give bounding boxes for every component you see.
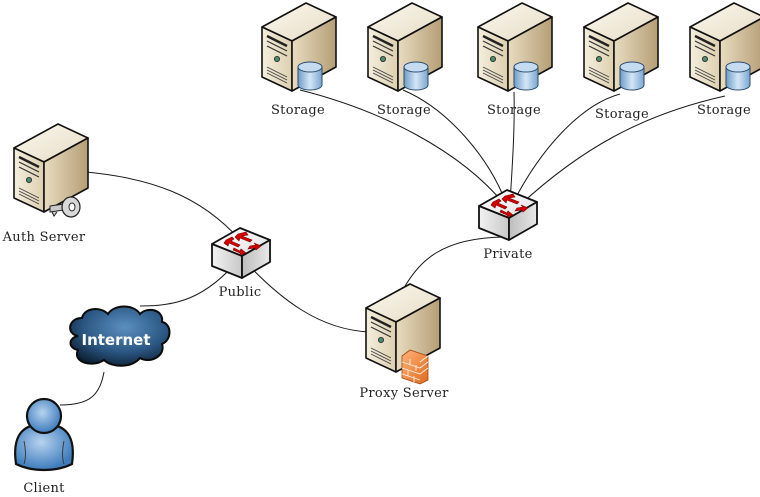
node-label: Client (23, 481, 65, 496)
node-label: Internet (81, 331, 150, 349)
storage-node-5[interactable]: Storage (688, 1, 760, 118)
edge-auth-public (85, 171, 241, 241)
edge-storage5-private (519, 95, 726, 206)
internet-cloud-node[interactable]: Internet (69, 305, 171, 367)
database-icon (297, 61, 323, 91)
storage-node-4[interactable]: Storage (582, 1, 660, 122)
private-switch-node[interactable]: Private (478, 189, 538, 262)
node-label: Storage (271, 103, 325, 118)
cloud-icon (69, 305, 171, 367)
node-label: Auth Server (2, 230, 86, 245)
storage-node-2[interactable]: Storage (366, 1, 444, 118)
key-icon (49, 196, 81, 218)
edge-storage2-private (402, 89, 507, 204)
edge-storage4-private (512, 93, 621, 204)
edge-storage1-private (299, 89, 506, 206)
database-icon (725, 61, 751, 91)
node-label: Storage (377, 103, 431, 118)
auth-server-node[interactable]: Auth Server (2, 122, 90, 245)
edge-client-internet (59, 371, 105, 406)
node-label: Storage (697, 103, 751, 118)
database-icon (619, 61, 645, 91)
client-node[interactable]: Client (14, 397, 74, 496)
public-switch-node[interactable]: Public (211, 227, 271, 300)
node-label: Private (483, 247, 532, 262)
storage-node-1[interactable]: Storage (260, 1, 338, 118)
node-label: Public (219, 285, 262, 300)
node-label: Proxy Server (359, 386, 449, 401)
edge-proxy-private (404, 236, 505, 287)
firewall-icon (401, 349, 429, 385)
database-icon (513, 61, 539, 91)
proxy-server-node[interactable]: Proxy Server (359, 282, 449, 401)
switch-icon (211, 227, 271, 279)
user-icon (14, 397, 74, 472)
database-icon (403, 61, 429, 91)
node-label: Storage (487, 103, 541, 118)
storage-node-3[interactable]: Storage (476, 1, 554, 118)
node-label: Storage (595, 107, 649, 122)
